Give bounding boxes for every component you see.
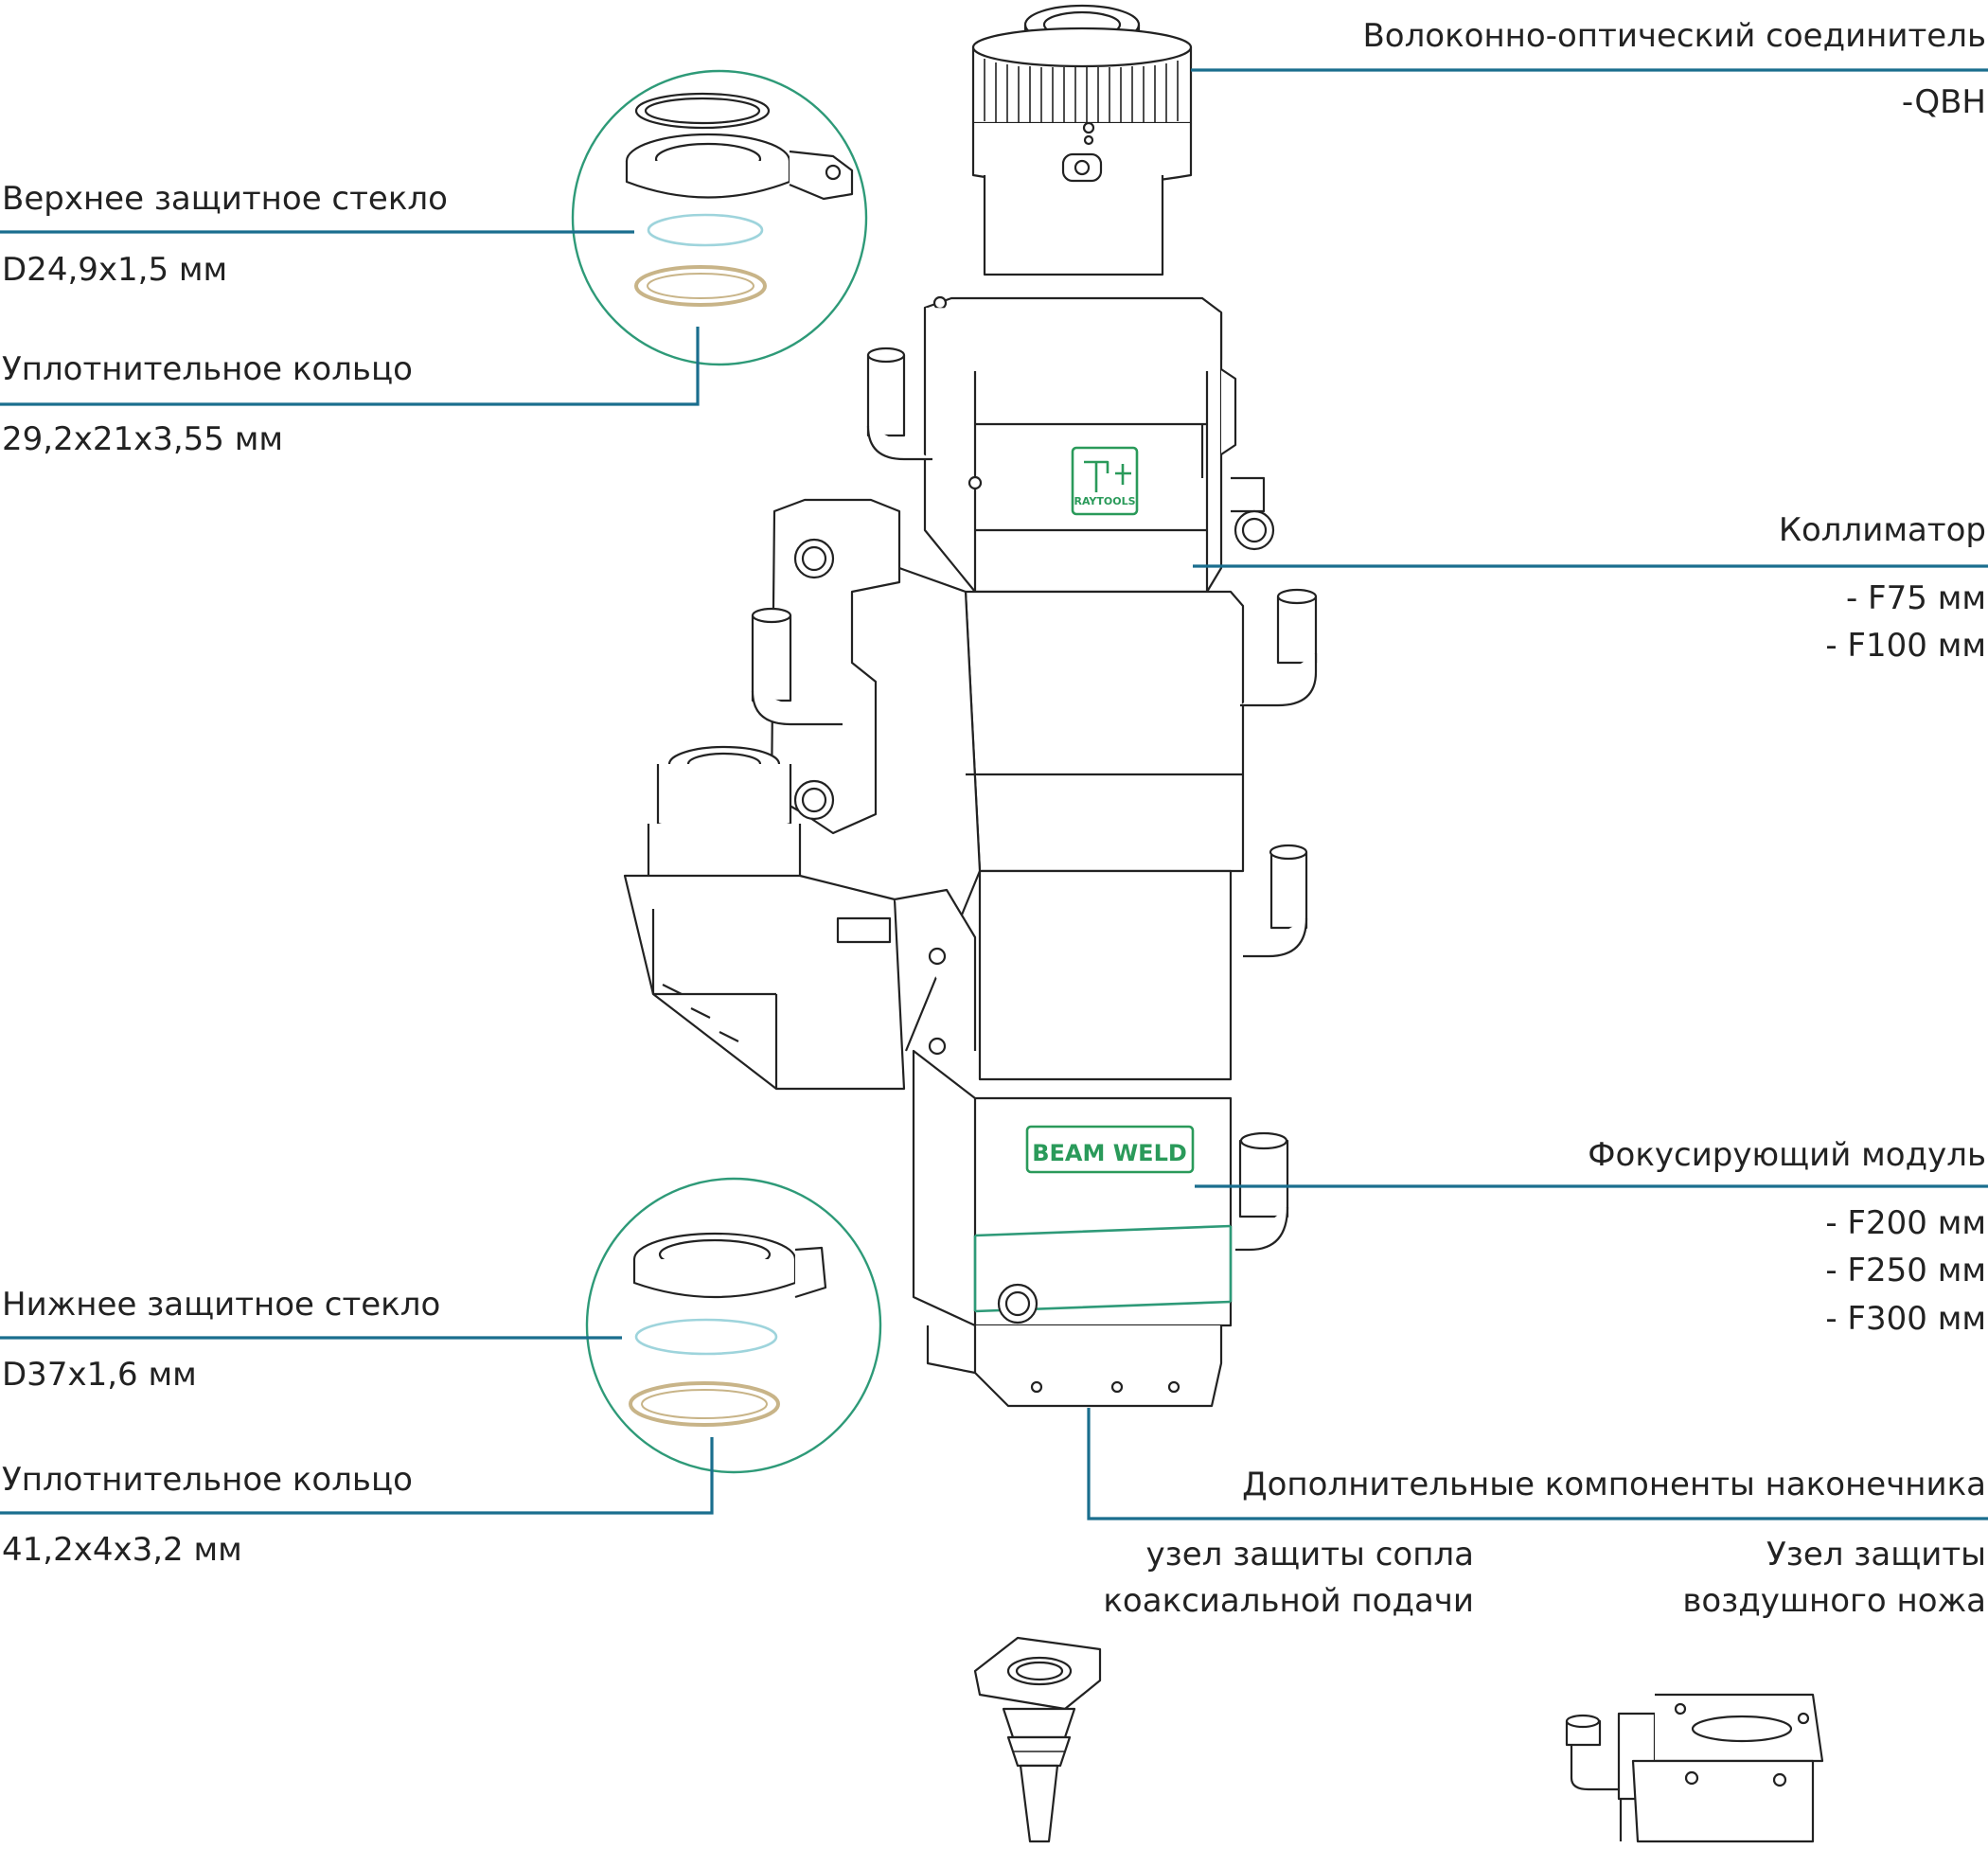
lower-glass-spec: D37x1,6 мм <box>2 1356 197 1394</box>
air-fittings <box>751 347 1318 1252</box>
upper-seal-spec: 29,2x21x3,55 мм <box>2 420 284 458</box>
lower-callout <box>585 1177 882 1474</box>
air-knife-icon <box>1565 1693 1824 1843</box>
lower-glass-icon <box>634 1318 778 1356</box>
upper-ring-icon <box>634 92 771 130</box>
logo-text: RAYTOOLS <box>1074 495 1135 507</box>
collimator-housing <box>923 295 1237 594</box>
coaxial-line-1: узел защиты сопла <box>1145 1536 1474 1573</box>
coaxial-nozzle-icon <box>973 1636 1102 1843</box>
upper-glass-icon <box>647 213 764 247</box>
airknife-line-1: Узел защиты <box>1766 1536 1986 1573</box>
upper-glass-spec: D24,9x1,5 мм <box>2 251 228 289</box>
upper-holder-icon <box>625 133 854 201</box>
beam-weld-plate: BEAM WELD <box>1032 1140 1187 1166</box>
leader-nozzle <box>1087 1408 1988 1520</box>
focusing-module: BEAM WELD <box>912 1049 1233 1408</box>
fiber-connector-icon <box>971 4 1193 276</box>
fiber-connector-title: Волоконно-оптический соединитель <box>1362 17 1986 55</box>
leader-lower-seal <box>0 1437 714 1515</box>
focusing-spec-1: - F200 мм <box>1825 1204 1986 1242</box>
airknife-line-2: воздушного ножа <box>1682 1582 1986 1620</box>
lower-holder-icon <box>632 1232 827 1299</box>
focusing-spec-2: - F250 мм <box>1825 1252 1986 1289</box>
raytools-logo: RAYTOOLS <box>1071 446 1139 516</box>
nozzle-title: Дополнительные компоненты наконечника <box>1242 1466 1986 1503</box>
leader-lines <box>0 68 1988 1520</box>
fiber-connector-spec: -QBH <box>1901 83 1986 121</box>
lower-seal-spec: 41,2x4x3,2 мм <box>2 1531 242 1569</box>
collimator-spec-1: - F75 мм <box>1845 579 1986 617</box>
side-sensor <box>623 498 977 1091</box>
focusing-title: Фокусирующий модуль <box>1588 1136 1986 1174</box>
upper-glass-title: Верхнее защитное стекло <box>2 180 448 218</box>
upper-seal-icon <box>634 265 767 307</box>
coaxial-line-2: коаксиальной подачи <box>1103 1582 1474 1620</box>
collimator-title: Коллиматор <box>1778 511 1986 549</box>
middle-body <box>898 566 1245 1081</box>
lower-seal-title: Уплотнительное кольцо <box>2 1461 413 1499</box>
lower-glass-title: Нижнее защитное стекло <box>2 1286 441 1324</box>
upper-callout <box>571 69 868 366</box>
collimator-spec-2: - F100 мм <box>1825 627 1986 665</box>
lower-seal-icon <box>629 1381 780 1427</box>
leader-upper-seal <box>0 327 700 406</box>
upper-seal-title: Уплотнительное кольцо <box>2 350 413 388</box>
focusing-spec-3: - F300 мм <box>1825 1300 1986 1338</box>
